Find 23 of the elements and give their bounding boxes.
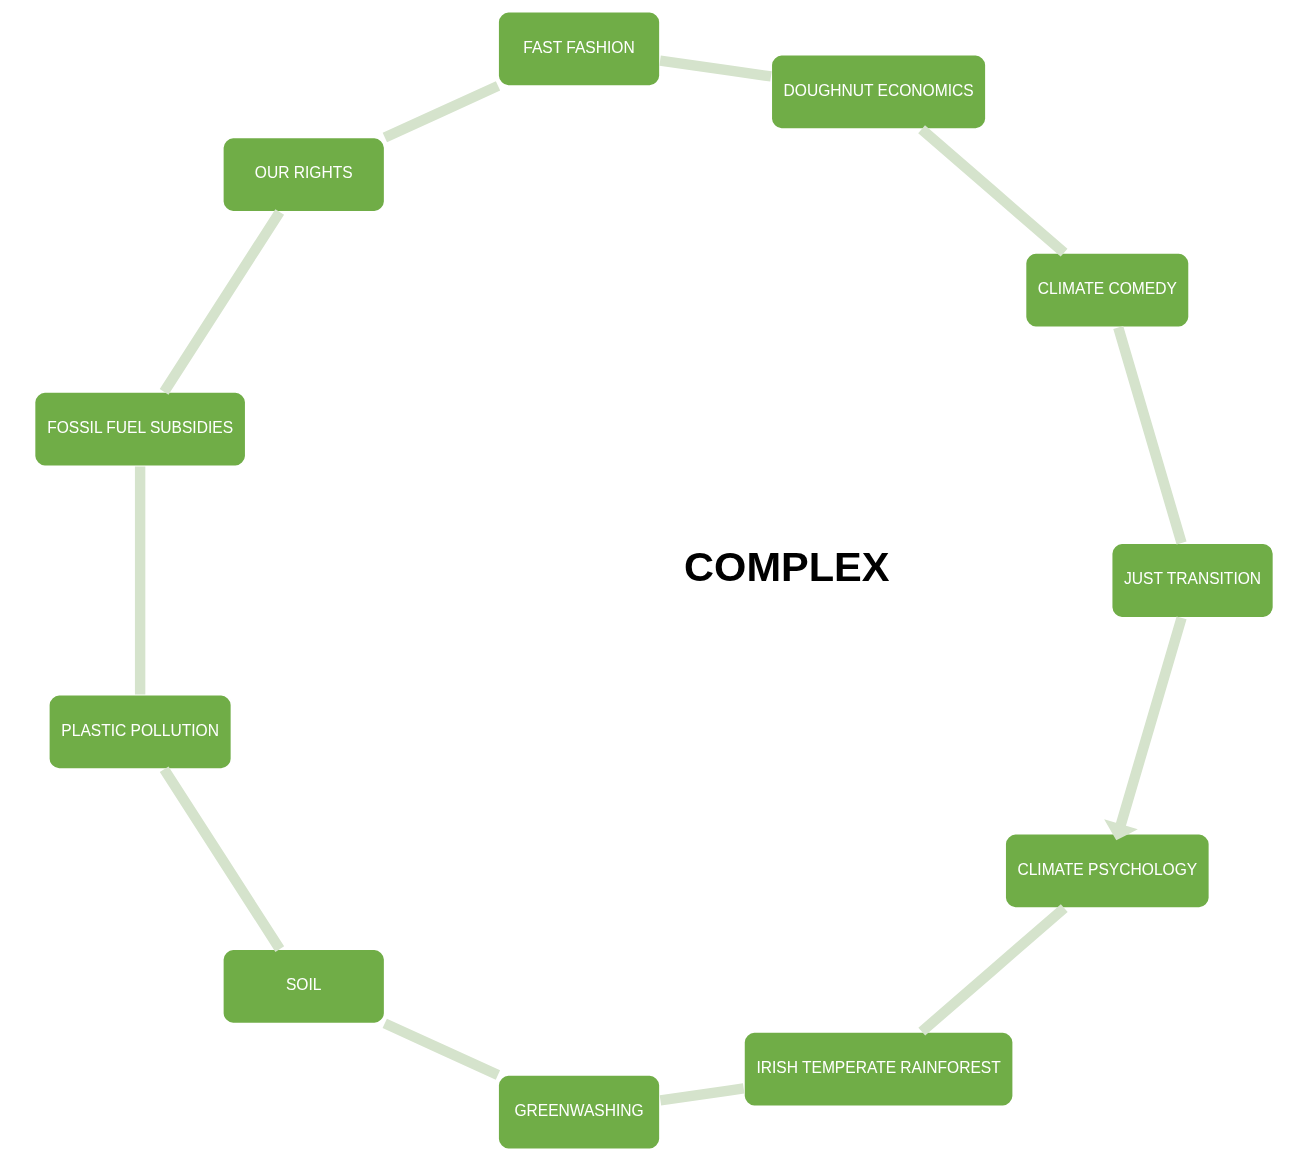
node-box: CLIMATE PSYCHOLOGY [1003, 832, 1210, 909]
node-box: FAST FASHION [496, 10, 661, 87]
connector [917, 904, 1068, 1036]
connector [159, 209, 284, 395]
connector [659, 1083, 744, 1106]
arrow [1103, 616, 1187, 841]
node-box: SOIL [221, 948, 386, 1025]
connector [917, 125, 1067, 257]
connector [382, 81, 500, 143]
connector [382, 1018, 500, 1080]
node-box: JUST TRANSITION [1110, 542, 1274, 619]
node-box: PLASTIC POLLUTION [47, 693, 232, 770]
node-box: OUR RIGHTS [221, 136, 386, 213]
connector [134, 466, 145, 695]
node-box: CLIMATE COMEDY [1024, 252, 1190, 329]
node-box: DOUGHNUT ECONOMICS [769, 53, 987, 131]
node-box: IRISH TEMPERATE RAINFOREST [742, 1030, 1014, 1108]
connector [1112, 326, 1187, 545]
node-box: GREENWASHING [496, 1074, 661, 1151]
label: COMPLEX [683, 543, 890, 591]
node-box: FOSSIL FUEL SUBSIDIES [33, 391, 247, 468]
connector [658, 55, 772, 82]
connector [159, 766, 284, 952]
